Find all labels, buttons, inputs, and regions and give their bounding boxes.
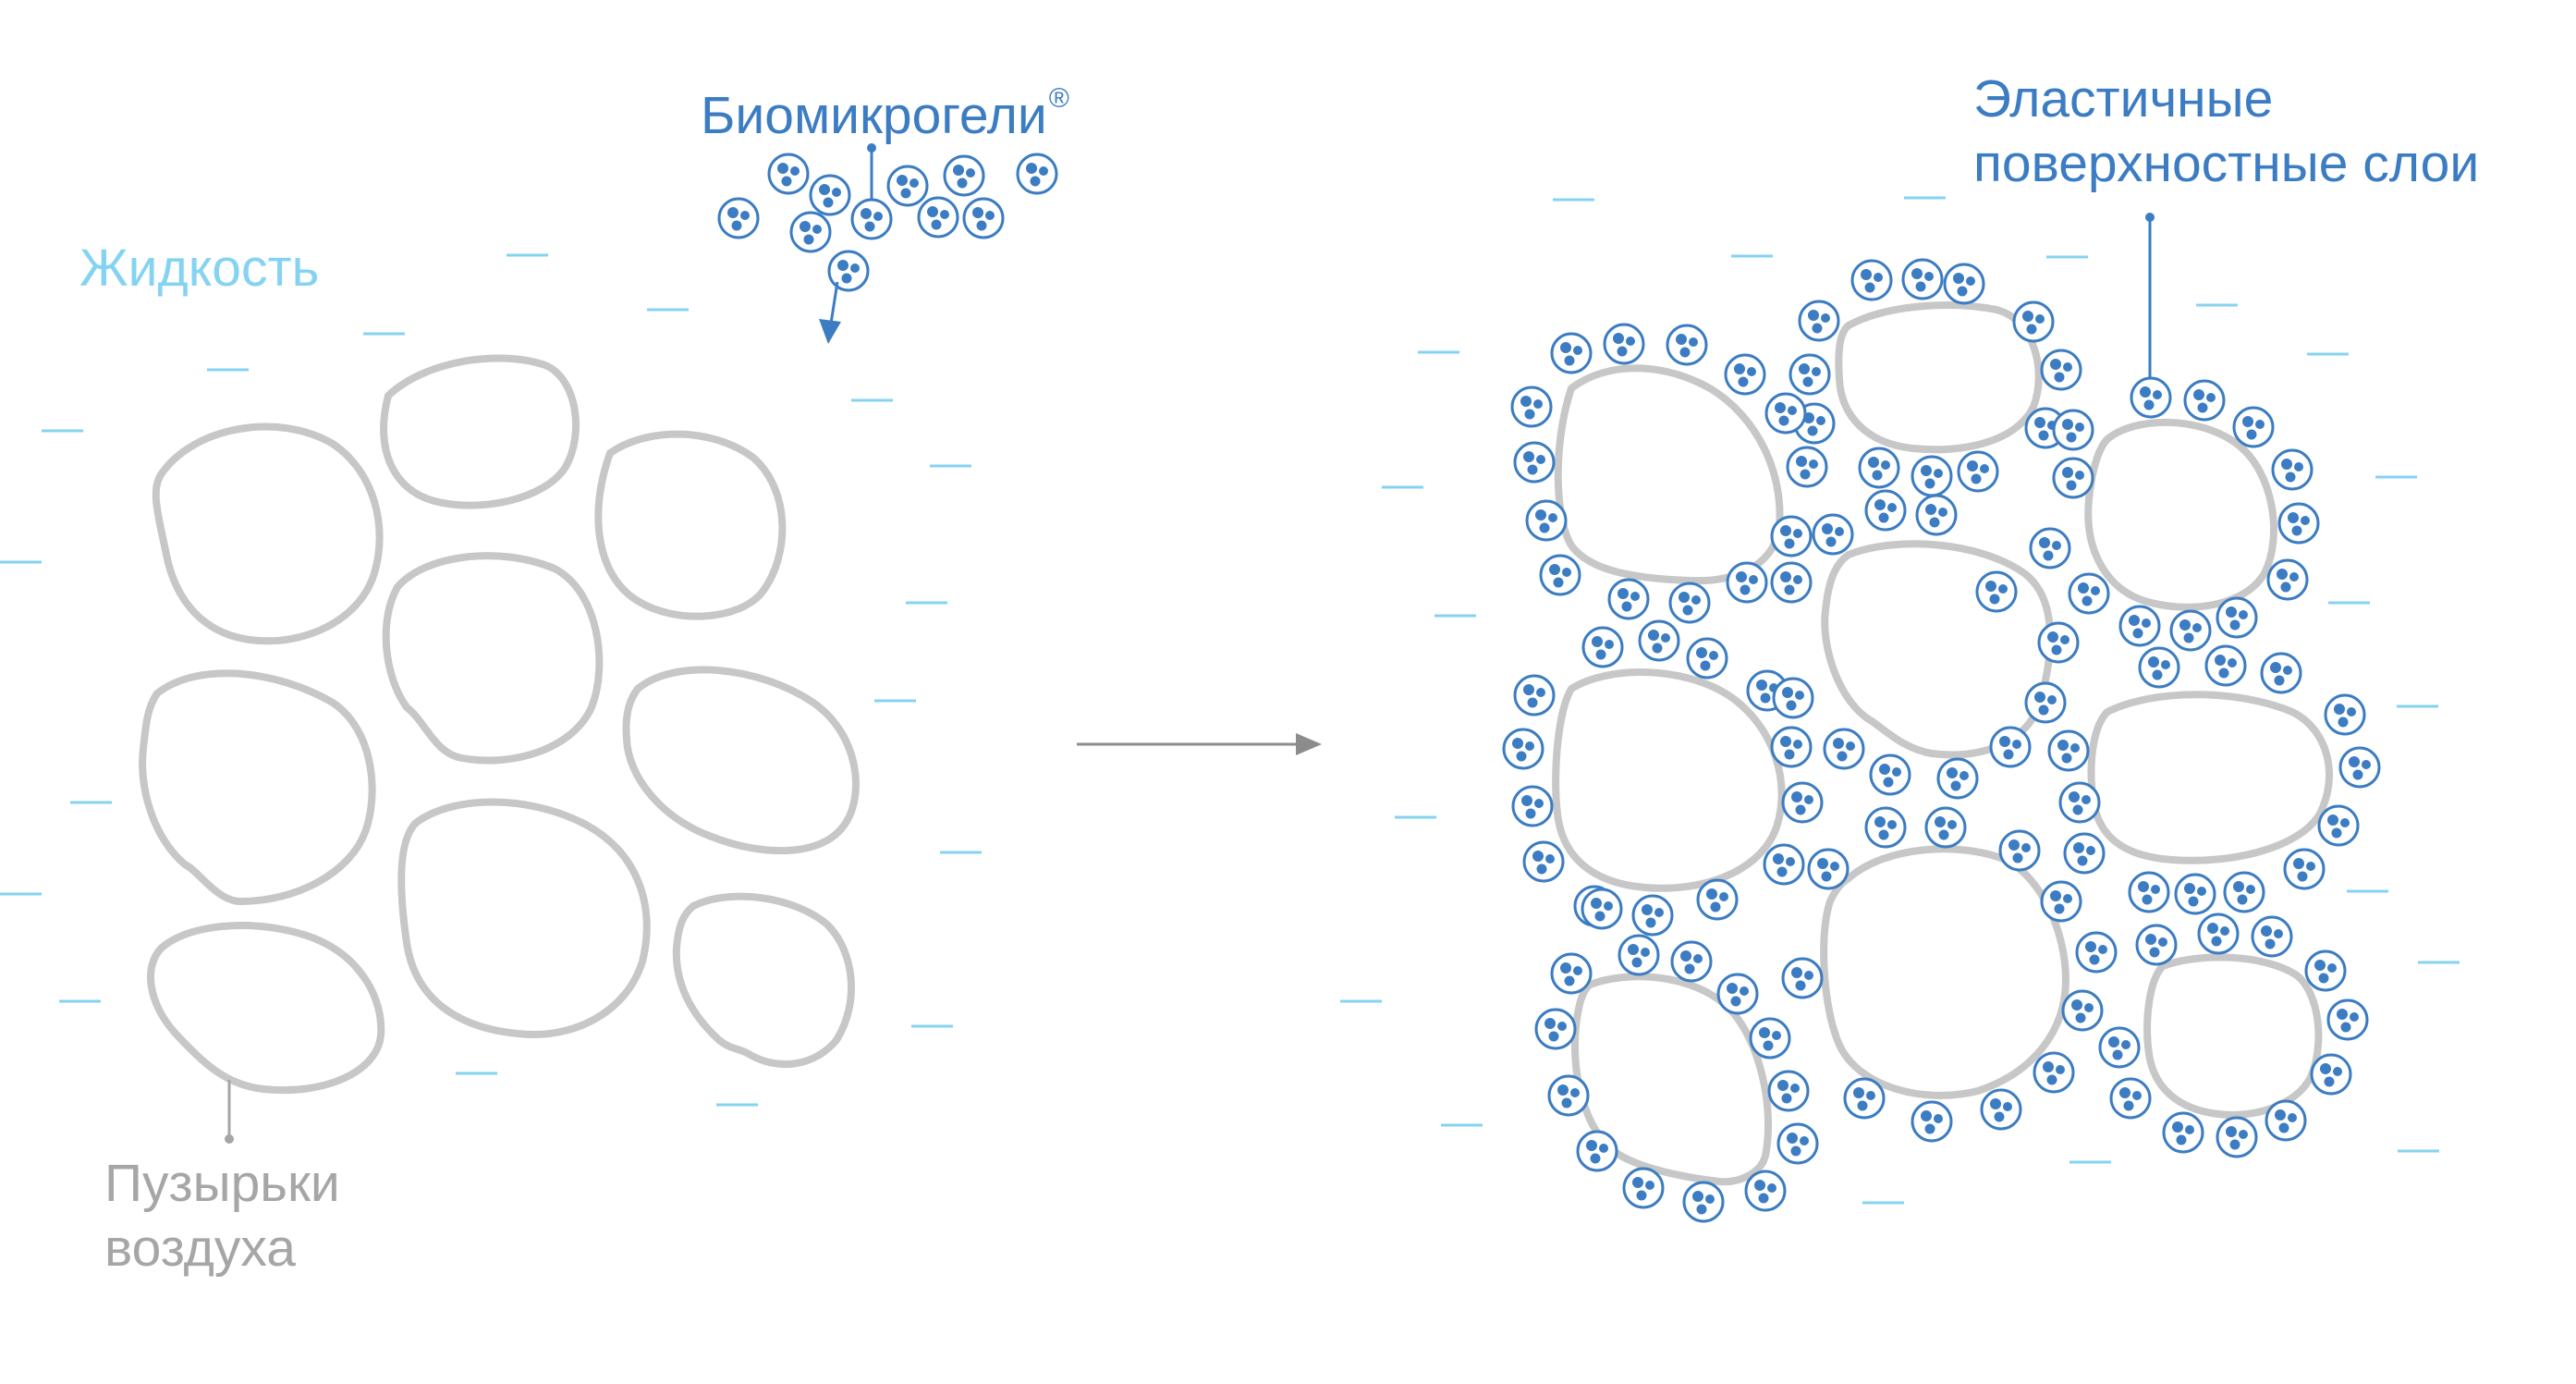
- stabilized-bubbles: [1552, 301, 2333, 1186]
- air-bubbles-label-line2: воздуха: [104, 1219, 296, 1278]
- stabilized-bubble: [2143, 953, 2323, 1119]
- adsorbed-biomicrogels: [1502, 258, 2381, 1223]
- air-bubble: [152, 423, 384, 645]
- elastic-layers-pointer: [2145, 213, 2155, 379]
- air-bubble: [622, 666, 860, 855]
- air-bubble: [147, 922, 385, 1095]
- registered-mark: ®: [1048, 83, 1069, 114]
- air-bubbles-label: Пузырьки воздуха: [104, 1151, 340, 1280]
- biomicrogels-pointer: [867, 143, 876, 199]
- stabilized-bubble: [1552, 668, 1786, 892]
- air-bubble: [397, 798, 651, 1038]
- air-bubbles-pointer: [225, 1080, 234, 1144]
- air-bubble: [382, 552, 604, 765]
- liquid-label: Жидкость: [79, 239, 320, 298]
- stabilized-bubble: [1820, 845, 2069, 1099]
- air-bubble: [380, 354, 580, 509]
- biomicrogels-label-text: Биомикрогели: [701, 86, 1047, 145]
- air-bubbles-left: [139, 354, 860, 1095]
- stabilized-bubble: [2084, 418, 2277, 611]
- air-bubble: [594, 430, 787, 620]
- falling-biomicrogels: [717, 153, 1058, 292]
- elastic-layers-label: Эластичные поверхностные слои: [1973, 67, 2479, 196]
- air-bubble: [672, 892, 855, 1069]
- stabilized-bubble: [1821, 540, 2055, 759]
- falling-arrow: [819, 281, 841, 344]
- stabilized-bubble: [1554, 364, 1784, 585]
- liquid-dashes: [0, 196, 2460, 1205]
- air-bubble: [139, 669, 376, 905]
- stabilized-bubble: [1835, 301, 2043, 454]
- process-arrow: [1077, 733, 1322, 755]
- air-bubbles-label-line1: Пузырьки: [104, 1154, 340, 1213]
- stabilized-bubble: [2087, 691, 2333, 864]
- elastic-layers-label-line2: поверхностные слои: [1973, 134, 2480, 193]
- biomicrogels-label: Биомикрогели®: [701, 67, 1069, 148]
- elastic-layers-label-line1: Эластичные: [1973, 69, 2274, 129]
